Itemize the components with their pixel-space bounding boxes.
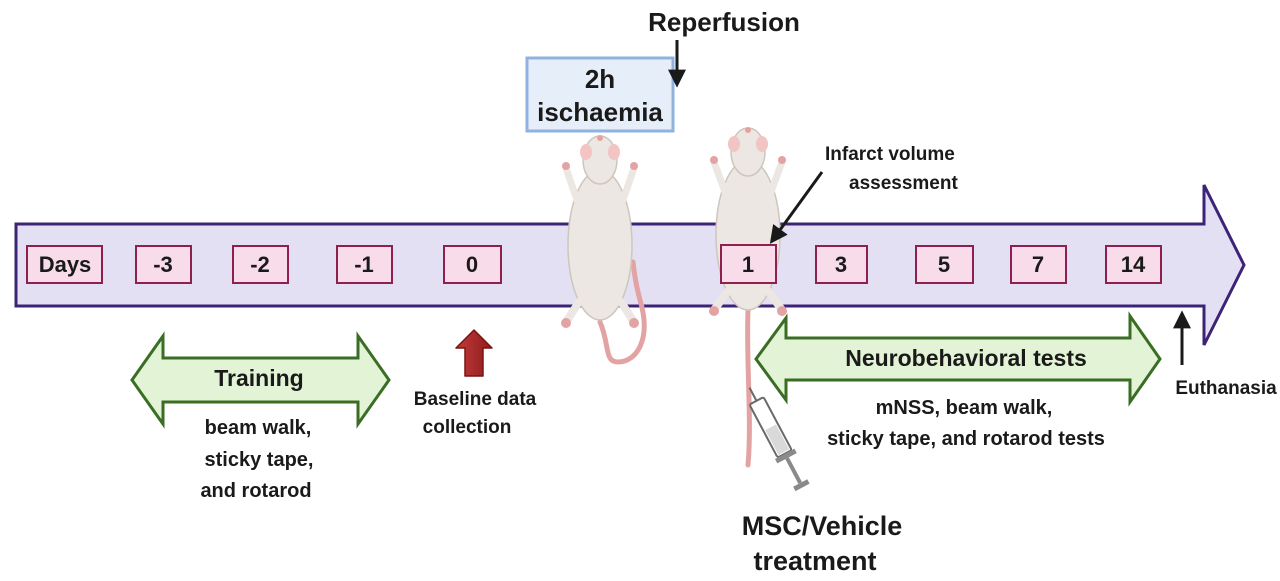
neuro-desc-2: sticky tape, and rotarod tests <box>827 428 1105 450</box>
day-label-7: 7 <box>1032 252 1044 277</box>
rat-ischaemia-illustration <box>561 135 647 365</box>
day-label-14: 14 <box>1121 252 1146 277</box>
training-desc-3: and rotarod <box>200 480 311 502</box>
training-desc-2: sticky tape, <box>205 449 314 471</box>
reperfusion-label: Reperfusion <box>648 7 800 37</box>
day-label-5: 5 <box>938 252 950 277</box>
day-label-1: 1 <box>742 252 754 277</box>
infarct-line2: assessment <box>849 173 958 194</box>
training-desc-1: beam walk, <box>205 417 312 439</box>
training-label: Training <box>214 365 303 391</box>
day-label-3: 3 <box>835 252 847 277</box>
day-box-5 <box>915 245 974 284</box>
infarct-arrow <box>769 171 824 244</box>
infarct-line1: Infarct volume <box>825 144 955 165</box>
day-box-3 <box>815 245 868 284</box>
neuro-double-arrow <box>754 311 1162 407</box>
rat-treatment-illustration <box>709 127 787 468</box>
day-label-minus2: -2 <box>250 252 270 277</box>
day-box-minus1 <box>336 245 393 284</box>
baseline-arrow-icon <box>455 329 493 377</box>
ischaemia-line1: 2h <box>585 64 615 94</box>
neuro-label: Neurobehavioral tests <box>845 345 1087 371</box>
day-box-14 <box>1105 245 1162 284</box>
syringe-icon <box>748 387 810 492</box>
day-box-0 <box>443 245 502 284</box>
day-box-7 <box>1010 245 1067 284</box>
euthanasia-label: Euthanasia <box>1175 378 1277 399</box>
day-box-minus2 <box>232 245 289 284</box>
days-label: Days <box>39 252 92 277</box>
day-label-minus3: -3 <box>153 252 173 277</box>
neuro-desc-1: mNSS, beam walk, <box>876 397 1053 419</box>
day-label-minus1: -1 <box>354 252 374 277</box>
days-label-box <box>26 245 103 284</box>
treatment-line1: MSC/Vehicle <box>742 511 903 541</box>
day-label-0: 0 <box>466 252 478 277</box>
treatment-line2: treatment <box>753 546 876 576</box>
ischaemia-box <box>525 56 675 133</box>
baseline-line2: collection <box>423 417 512 438</box>
ischaemia-line2: ischaemia <box>537 97 663 127</box>
baseline-line1: Baseline data <box>414 389 537 410</box>
training-double-arrow <box>130 331 391 429</box>
day-box-1 <box>720 244 777 284</box>
day-box-minus3 <box>135 245 192 284</box>
